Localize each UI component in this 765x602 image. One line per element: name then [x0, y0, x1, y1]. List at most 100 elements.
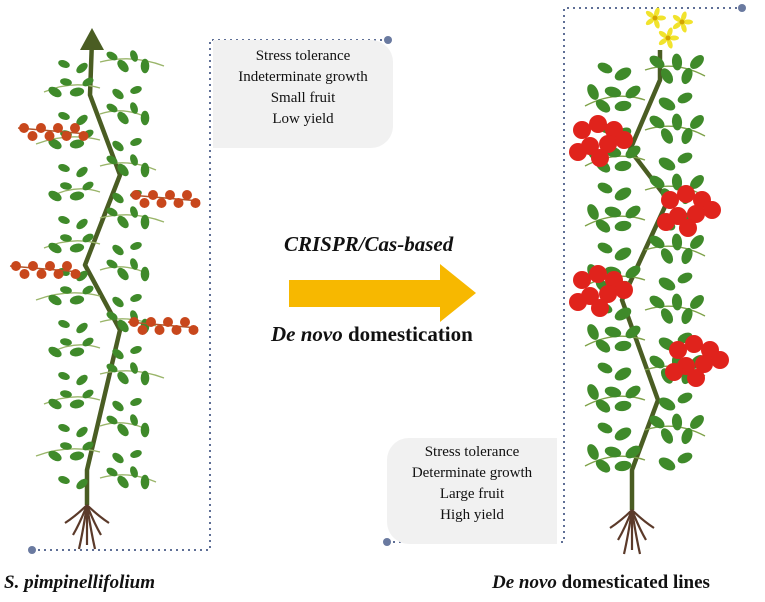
- branch: [99, 474, 157, 483]
- flower-petal: [658, 30, 668, 39]
- leaf: [614, 220, 632, 232]
- root: [622, 509, 634, 555]
- leaf: [660, 128, 674, 144]
- small-fruit: [36, 123, 46, 133]
- leaf: [69, 87, 85, 97]
- small-fruit: [146, 317, 156, 327]
- root: [77, 504, 89, 550]
- large-fruit: [591, 149, 609, 167]
- leaf: [658, 157, 676, 171]
- leaf: [671, 233, 683, 251]
- leaf: [130, 258, 138, 270]
- leaf: [587, 444, 599, 460]
- leaf: [140, 266, 150, 282]
- leaf: [595, 219, 611, 233]
- leaf: [614, 427, 632, 441]
- leaf: [58, 424, 70, 432]
- leaf: [106, 363, 118, 373]
- truss-stem: [129, 194, 201, 202]
- truss-stem: [127, 321, 199, 329]
- large-fruit: [599, 285, 617, 303]
- large-fruit: [591, 299, 609, 317]
- flower-petal: [654, 7, 660, 18]
- root: [609, 509, 633, 529]
- leaf: [82, 441, 94, 451]
- leaf: [106, 415, 118, 425]
- leaf: [117, 423, 129, 437]
- leaf: [677, 392, 693, 404]
- small-fruit: [180, 317, 190, 327]
- flower-petal: [669, 35, 679, 41]
- small-fruit: [131, 190, 141, 200]
- small-fruit: [139, 198, 150, 208]
- leaf: [112, 88, 124, 100]
- small-fruit: [28, 261, 38, 271]
- leaf: [649, 115, 665, 129]
- leaf: [140, 162, 150, 178]
- leaf: [597, 362, 613, 374]
- wild-traits-box: Stress tolerance Indeterminate growth Sm…: [213, 40, 393, 148]
- small-fruit: [53, 269, 64, 279]
- leaf: [604, 326, 622, 338]
- small-fruit: [171, 325, 182, 335]
- leaf: [117, 319, 129, 333]
- leaf: [48, 294, 62, 306]
- large-fruit: [589, 115, 607, 133]
- result-label: De novo domestication: [271, 322, 473, 347]
- small-fruit: [19, 123, 29, 133]
- leaf: [58, 216, 70, 224]
- large-fruit: [599, 135, 617, 153]
- leaf: [587, 204, 599, 220]
- leaf: [649, 235, 665, 249]
- leaf: [614, 340, 632, 352]
- leaf: [117, 111, 129, 125]
- dot-left-bottom: [28, 546, 36, 554]
- leaf: [112, 140, 124, 152]
- small-fruit: [173, 198, 184, 208]
- leaf: [58, 164, 70, 172]
- small-fruit: [154, 325, 165, 335]
- leaf: [69, 451, 85, 461]
- leaf: [587, 84, 599, 100]
- large-fruit: [687, 369, 705, 387]
- leaf: [625, 325, 641, 339]
- small-fruit: [45, 261, 55, 271]
- small-fruit: [70, 123, 80, 133]
- leaf: [614, 307, 632, 321]
- dotted-connectors: [32, 7, 742, 551]
- leaf: [597, 62, 613, 74]
- leaf: [690, 295, 704, 309]
- leaf: [106, 51, 118, 61]
- leaf: [658, 97, 676, 111]
- flower-petal: [667, 27, 673, 38]
- leaf: [677, 152, 693, 164]
- flower-petal: [656, 15, 666, 21]
- leaf: [130, 102, 138, 114]
- leaf: [76, 62, 88, 74]
- leaf: [106, 467, 118, 477]
- domesticated-trait-3: Large fruit: [439, 486, 505, 502]
- leaf: [106, 311, 118, 321]
- leaf: [597, 182, 613, 194]
- leaf: [69, 399, 85, 409]
- leaf: [58, 112, 70, 120]
- branch: [99, 214, 165, 223]
- right-bracket-line: [387, 7, 742, 543]
- leaf: [82, 389, 94, 399]
- leaf: [660, 308, 674, 324]
- leaf: [649, 355, 665, 369]
- leaf: [69, 347, 85, 357]
- leaf: [690, 415, 704, 429]
- leaf: [76, 426, 88, 438]
- large-fruit: [687, 205, 705, 223]
- domesticated-trait-1: Stress tolerance: [424, 444, 520, 460]
- small-fruit: [27, 131, 38, 141]
- leaf: [117, 371, 129, 385]
- leaf: [69, 295, 85, 305]
- small-fruit: [36, 269, 47, 279]
- domesticated-lines-caption: De novo domesticated lines: [492, 572, 710, 594]
- leaf: [58, 60, 70, 68]
- wild-trait-2: Indeterminate growth: [238, 69, 368, 85]
- leaf: [681, 247, 693, 265]
